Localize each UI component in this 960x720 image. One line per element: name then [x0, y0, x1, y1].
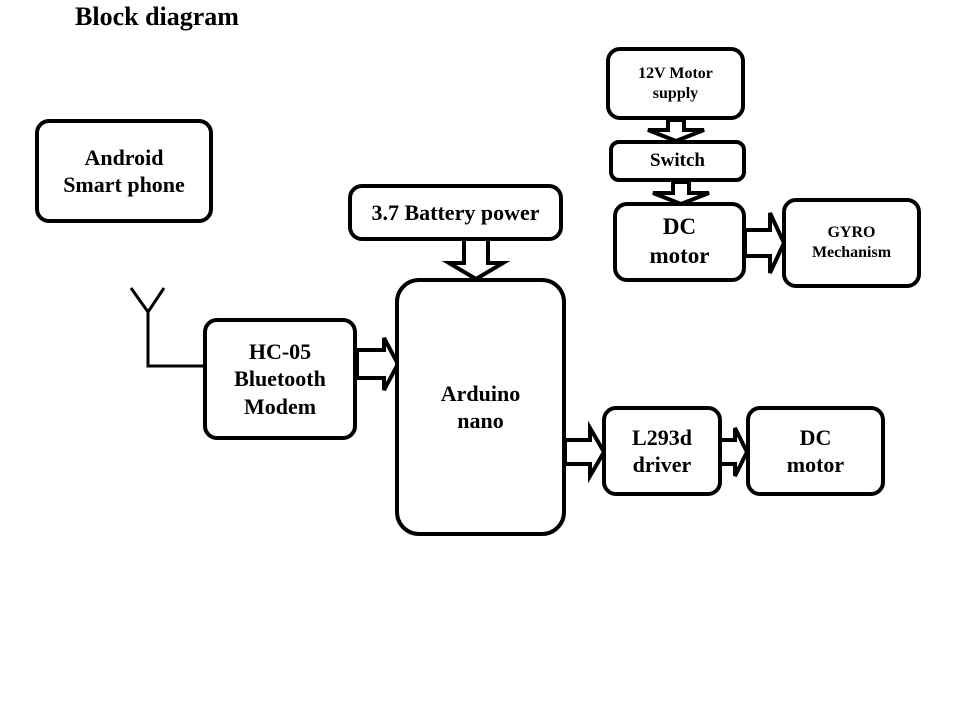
block-arduino-nano: Arduino nano — [395, 278, 566, 536]
arrow-hc05-to-arduino — [355, 337, 401, 391]
block-label: 12V Motor supply — [638, 64, 713, 102]
block-battery-power: 3.7 Battery power — [348, 184, 563, 241]
block-label: Arduino nano — [440, 380, 521, 434]
arrow-supply-to-switch — [647, 118, 705, 144]
block-12v-motor-supply: 12V Motor supply — [606, 47, 745, 120]
block-label: L293d driver — [632, 424, 692, 478]
block-dc-motor-bottom: DC motor — [746, 406, 885, 496]
diagram-title: Block diagram — [75, 2, 239, 31]
block-android-smartphone: Android Smart phone — [35, 119, 213, 223]
arrow-dcmotor-to-gyro — [743, 212, 787, 274]
arrow-battery-to-arduino — [441, 237, 511, 282]
antenna-icon — [129, 287, 206, 368]
block-label: DC motor — [786, 424, 845, 478]
block-label: Switch — [650, 150, 705, 172]
block-label: DC motor — [649, 214, 710, 268]
block-label: Android Smart phone — [63, 144, 185, 198]
arrow-l293d-to-dcmotor — [718, 427, 750, 477]
block-label: 3.7 Battery power — [371, 199, 540, 225]
block-dc-motor-top: DC motor — [613, 202, 746, 282]
block-label: HC-05 Bluetooth Modem — [234, 338, 326, 419]
arrow-arduino-to-l293d — [563, 420, 607, 484]
block-gyro-mechanism: GYRO Mechanism — [782, 198, 921, 288]
block-hc05-bluetooth-modem: HC-05 Bluetooth Modem — [203, 318, 357, 440]
arrow-switch-to-dcmotor — [652, 180, 710, 207]
block-label: GYRO Mechanism — [811, 224, 892, 261]
block-switch: Switch — [609, 140, 746, 182]
block-l293d-driver: L293d driver — [602, 406, 722, 496]
